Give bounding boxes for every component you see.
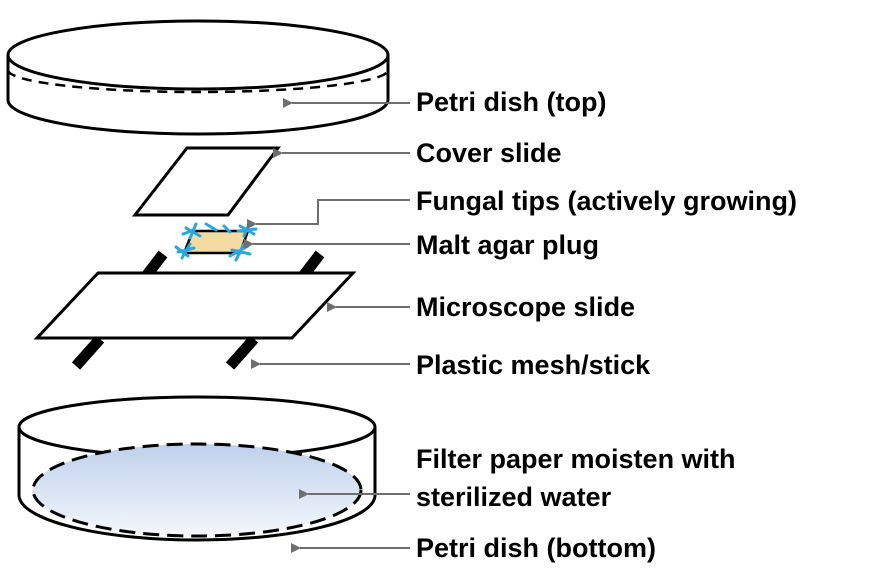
label-filter-paper: Filter paper moisten with sterilized wat… bbox=[416, 440, 736, 516]
label-plastic-mesh-stick: Plastic mesh/stick bbox=[416, 350, 651, 380]
label-cover-slide: Cover slide bbox=[416, 138, 562, 168]
filter-paper bbox=[31, 442, 363, 538]
label-microscope-slide: Microscope slide bbox=[416, 292, 636, 322]
label-petri-dish-top: Petri dish (top) bbox=[416, 87, 607, 117]
microscope-slide bbox=[33, 271, 357, 340]
label-filter-paper-line1: Filter paper moisten with bbox=[416, 444, 736, 474]
label-petri-dish-bottom: Petri dish (bottom) bbox=[416, 533, 656, 563]
arrow-fungal-tips bbox=[247, 199, 410, 229]
cover-slide bbox=[131, 146, 281, 217]
petri-dish-top bbox=[6, 19, 390, 136]
pointer-arrows bbox=[244, 98, 410, 553]
label-fungal-tips: Fungal tips (actively growing) bbox=[416, 186, 798, 216]
label-malt-agar-plug: Malt agar plug bbox=[416, 230, 600, 260]
petri-dish-bottom bbox=[17, 395, 377, 542]
label-filter-paper-line2: sterilized water bbox=[416, 482, 612, 512]
